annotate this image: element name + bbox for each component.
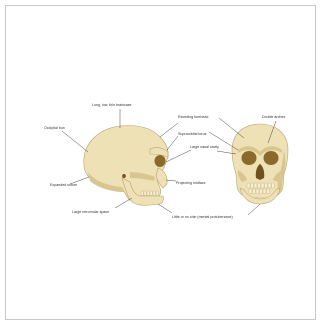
label-little-or-no-chin: Little or no chin (mental protuberance) — [172, 215, 233, 219]
label-supraorbital-torus: Supraorbital torus — [178, 132, 207, 136]
label-large-retromolar-space: Large retromolar space — [72, 210, 109, 214]
orbit-side — [155, 155, 166, 167]
skull-side-view — [84, 125, 168, 205]
label-occipital-bun: Occipital bun — [44, 126, 65, 130]
label-expanded-suture: Expanded suture — [50, 183, 77, 187]
label-double-arches: Double arches — [262, 115, 285, 119]
label-long-low-braincase: Long, low, thin braincase — [92, 103, 132, 107]
ear-canal — [122, 174, 126, 178]
skull-front-view — [232, 124, 288, 204]
orbit-left — [242, 151, 257, 165]
label-large-nasal-cavity: Large nasal cavity — [190, 145, 219, 149]
label-projecting-midface: Projecting midface — [176, 181, 206, 185]
orbit-right — [264, 151, 279, 165]
label-receding-forehead: Receding forehead — [178, 115, 208, 119]
